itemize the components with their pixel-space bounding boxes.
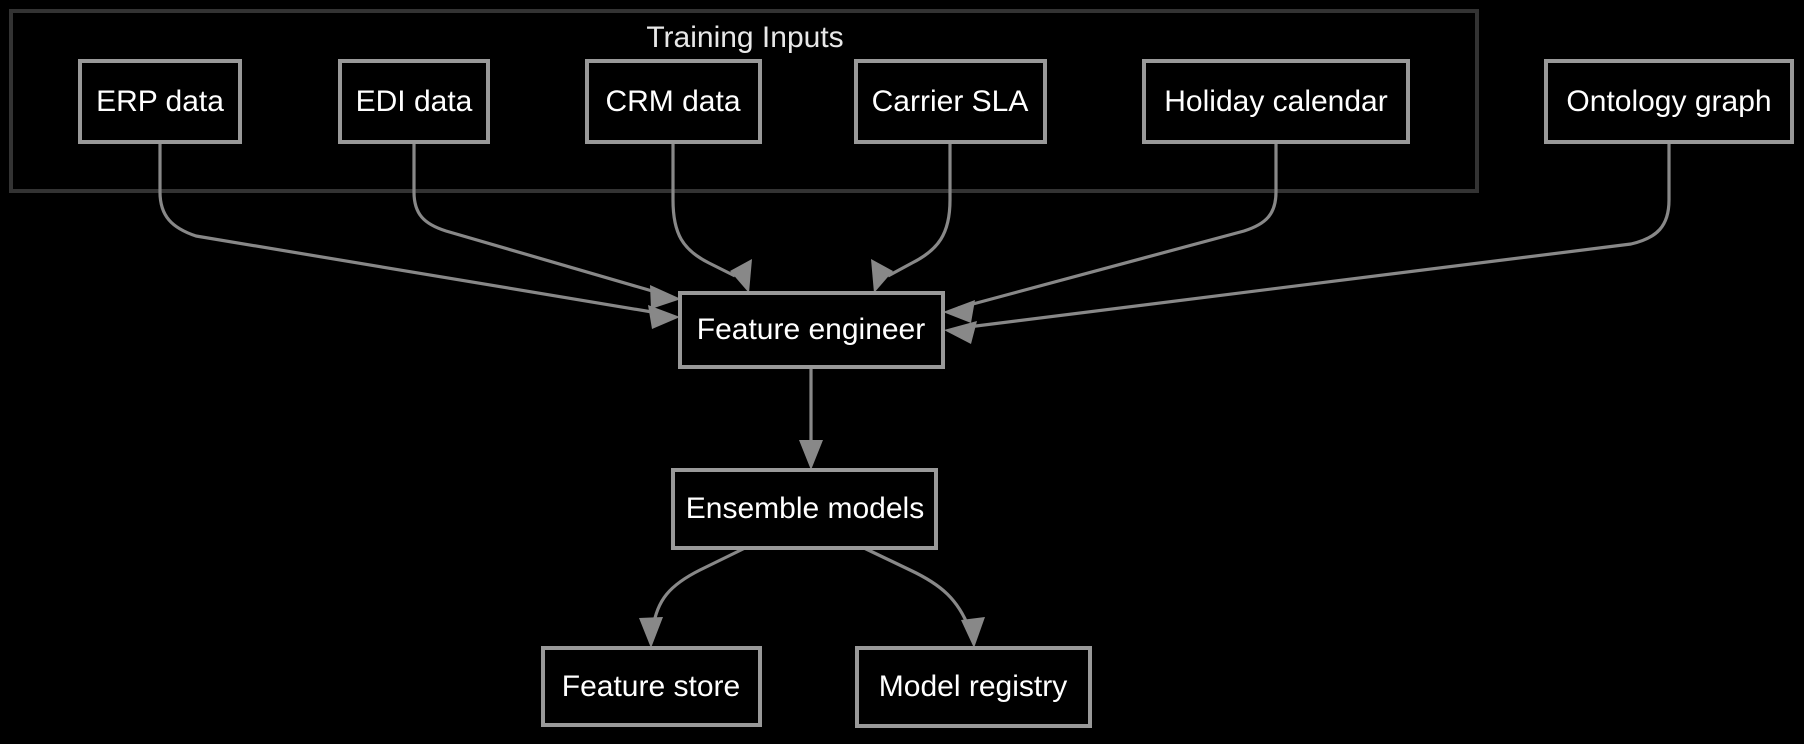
edge-sla-to-feature-engineer [871,142,952,293]
edge-feateng-arrowhead [799,440,823,470]
edge-ontology-path [959,142,1671,330]
edge-ensemble-mreg-path [863,546,971,629]
edge-sla-path [887,142,952,278]
node-carrier-sla-rect[interactable] [854,59,1047,144]
edge-sla-arrowhead [871,259,893,293]
cluster-training-inputs-label: Training Inputs [646,21,843,54]
node-feature-engineer-label: Feature engineer [697,313,926,346]
node-holiday-calendar-label: Holiday calendar [1164,85,1387,118]
edge-erp-path [158,142,665,316]
edge-ontology-to-feature-engineer [944,142,1671,344]
node-model-registry-label: Model registry [879,670,1067,703]
node-crm-data-label: CRM data [605,85,740,118]
node-crm-data[interactable]: CRM data [585,59,762,144]
node-ensemble-models[interactable]: Ensemble models [671,468,938,550]
edge-layer [158,142,1671,648]
node-model-registry-rect[interactable] [855,646,1092,728]
node-ensemble-models-label: Ensemble models [686,492,924,525]
node-ontology-graph[interactable]: Ontology graph [1544,59,1794,144]
edge-ensemble-to-model-registry [863,546,985,648]
edge-holiday-to-feature-engineer [943,142,1278,323]
edge-erp-arrowhead [648,305,680,329]
node-erp-data[interactable]: ERP data [78,59,242,144]
node-ensemble-models-rect[interactable] [671,468,938,550]
node-ontology-graph-rect[interactable] [1544,59,1794,144]
edge-ensemble-to-feature-store [639,546,746,648]
node-erp-data-label: ERP data [96,85,224,118]
cluster-training-inputs-rect [9,9,1479,193]
edge-holiday-arrowhead [943,300,975,323]
node-erp-data-rect[interactable] [78,59,242,144]
edge-edi-path [412,142,667,297]
edge-ensemble-fstore-arrowhead [639,617,663,648]
cluster-training-inputs: Training Inputs [9,9,1479,193]
edge-edi-to-feature-engineer [412,142,681,309]
edge-ontology-arrowhead [944,321,977,344]
edge-crm-path [671,142,736,278]
node-layer: ERP data EDI data CRM data Carrier SLA H… [78,59,1794,728]
node-holiday-calendar[interactable]: Holiday calendar [1142,59,1410,144]
node-model-registry[interactable]: Model registry [855,646,1092,728]
edge-ensemble-mreg-arrowhead [961,617,985,648]
node-holiday-calendar-rect[interactable] [1142,59,1410,144]
edge-feature-engineer-to-ensemble [799,367,823,470]
edge-crm-to-feature-engineer [671,142,752,293]
edge-edi-arrowhead [650,285,681,309]
node-feature-engineer[interactable]: Feature engineer [678,291,945,369]
edge-crm-arrowhead [730,259,752,293]
node-feature-store-label: Feature store [562,670,740,703]
edge-ensemble-fstore-path [651,546,746,629]
node-edi-data[interactable]: EDI data [338,59,490,144]
node-feature-store-rect[interactable] [541,646,762,727]
node-ontology-graph-label: Ontology graph [1566,85,1771,118]
node-edi-data-label: EDI data [356,85,473,118]
edge-erp-to-feature-engineer [158,142,680,329]
node-carrier-sla-label: Carrier SLA [872,85,1029,118]
node-feature-engineer-rect[interactable] [678,291,945,369]
node-edi-data-rect[interactable] [338,59,490,144]
node-feature-store[interactable]: Feature store [541,646,762,727]
node-crm-data-rect[interactable] [585,59,762,144]
edge-holiday-path [957,142,1278,310]
node-carrier-sla[interactable]: Carrier SLA [854,59,1047,144]
